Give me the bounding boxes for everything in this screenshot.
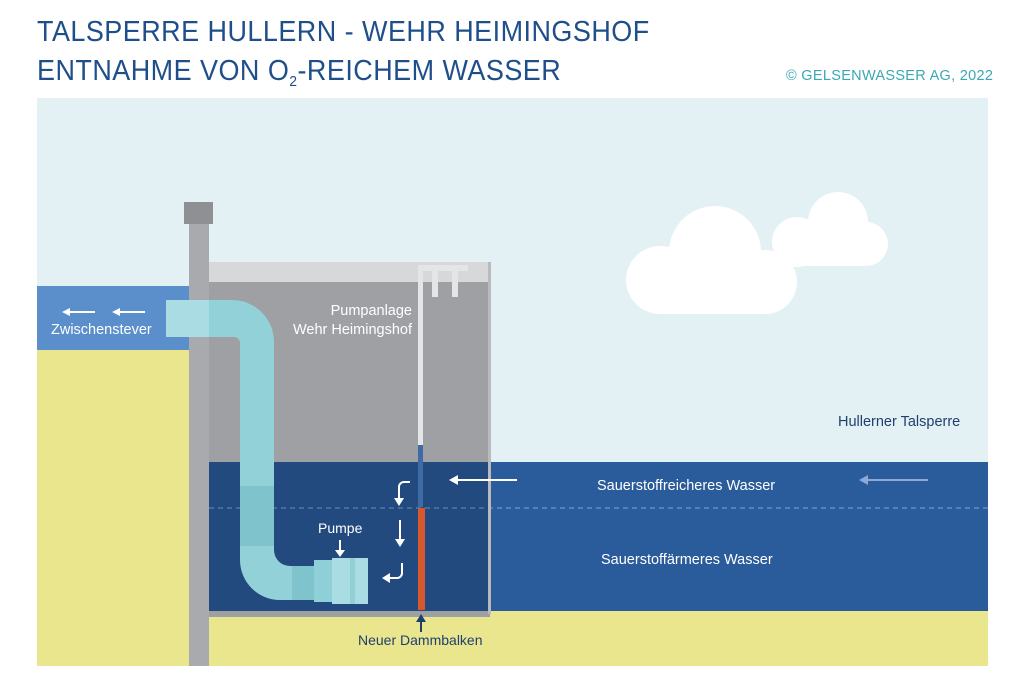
label-zwischenstever: Zwischenstever <box>51 322 152 338</box>
building-floor <box>209 611 490 617</box>
title-line-2-prefix: ENTNAHME VON O <box>37 55 290 87</box>
gate-rod <box>418 445 423 507</box>
label-pumpanlage: Pumpanlage <box>330 303 412 319</box>
internal-flow-arrows <box>382 481 410 583</box>
pole-cap <box>184 202 213 224</box>
pumpe-pointer-arrow <box>335 540 345 557</box>
pipe-system <box>166 300 320 600</box>
title-line-2-suffix: -REICHEM WASSER <box>297 55 562 87</box>
reservoir-water <box>490 462 988 611</box>
label-pumpe: Pumpe <box>318 520 363 536</box>
river-water <box>37 286 189 350</box>
building-right-outline <box>488 262 491 614</box>
title-line-2: ENTNAHME VON O2-REICHEM WASSER <box>37 55 561 90</box>
gate-frame <box>418 265 468 445</box>
label-wehr-heimingshof: Wehr Heimingshof <box>292 322 412 338</box>
label-hullerner-talsperre: Hullerner Talsperre <box>838 414 961 430</box>
inflow-arrow <box>449 475 517 485</box>
label-sauerstoffreicheres-wasser: Sauerstoffreicheres Wasser <box>597 478 776 494</box>
label-neuer-dammbalken: Neuer Dammbalken <box>358 632 483 648</box>
river-flow-arrows <box>62 308 145 316</box>
title-subscript: 2 <box>289 73 298 90</box>
copyright-notice: © GELSENWASSER AG, 2022 <box>786 68 994 84</box>
ground-bottom <box>189 611 988 666</box>
cloud-small <box>772 192 888 267</box>
neuer-dammbalken-beam <box>418 508 425 610</box>
ground-left <box>37 350 189 666</box>
pole <box>189 224 209 666</box>
pump <box>314 558 368 604</box>
reservoir-flow-arrow <box>859 475 928 485</box>
cloud-large <box>626 206 797 314</box>
title-line-1: TALSPERRE HULLERN - WEHR HEIMINGSHOF <box>37 16 650 48</box>
label-sauerstoffaermeres-wasser: Sauerstoffärmeres Wasser <box>601 552 773 568</box>
dammbalken-pointer-arrow <box>416 614 426 632</box>
